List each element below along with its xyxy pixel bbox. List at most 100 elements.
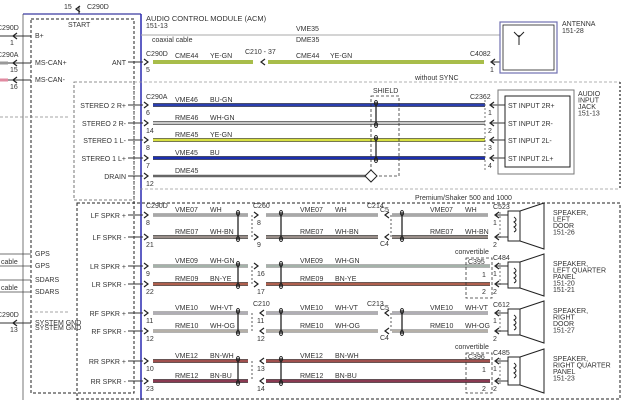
speaker-name: SPEAKER, xyxy=(553,210,588,217)
color-code: WH-OG xyxy=(335,323,360,330)
speaker-coil-box xyxy=(507,308,521,336)
color-code: WH xyxy=(465,207,477,214)
option-label: without SYNC xyxy=(414,75,459,82)
connector-arrow-icon xyxy=(143,280,149,288)
speaker-name: 151-21 xyxy=(553,287,575,294)
convertible-connector-id: C395 xyxy=(468,259,485,266)
speaker-name: LEFT xyxy=(553,217,571,224)
twist-loop xyxy=(235,308,241,314)
speaker-pin-label: LR SPKR + xyxy=(90,264,126,271)
inline-pin-number: 13 xyxy=(257,366,265,373)
coil-icon xyxy=(513,216,517,233)
inline-pin-label: C4 xyxy=(380,241,389,248)
twist-loop xyxy=(373,100,379,106)
connector-arrow-icon xyxy=(143,357,149,365)
color-code: BN-YE xyxy=(210,276,232,283)
left-pin-label: SYSTEM GND xyxy=(35,325,81,332)
color-code: WH-GN xyxy=(210,258,235,265)
circuit-label: RME12 xyxy=(300,373,323,380)
color-code: BN-YE xyxy=(335,276,357,283)
speaker-pin-number: 22 xyxy=(146,289,154,296)
twist-loop xyxy=(235,330,241,336)
antenna-name: ANTENNA xyxy=(562,21,596,28)
end-connector-id: C523 xyxy=(493,204,510,211)
speaker-name: PANEL xyxy=(553,369,576,376)
speaker-pin-number: 8 xyxy=(146,220,150,227)
color-code: BN-BU xyxy=(335,373,357,380)
color-code: YE-GN xyxy=(210,53,232,60)
stereo-pin-number: 8 xyxy=(146,145,150,152)
speaker-pin-label: RR SPKR + xyxy=(89,359,126,366)
inline-pin-number: 9 xyxy=(257,242,261,249)
speaker-pin-label: LF SPKR - xyxy=(93,235,127,242)
connector-arrow-icon xyxy=(384,309,390,317)
end-pin-number: 1 xyxy=(493,366,497,373)
connector-arrow-icon xyxy=(143,154,149,162)
speaker-name: SPEAKER, xyxy=(553,308,588,315)
inline-connector-id: C210 xyxy=(253,301,270,308)
module-connector-id: C290A xyxy=(146,94,168,101)
jack-name: INPUT xyxy=(578,98,600,105)
twist-loop xyxy=(235,380,241,386)
speaker-cone-icon xyxy=(519,348,545,394)
speaker-pin-label: RF SPKR + xyxy=(90,311,126,318)
inline-pin-label: C5 xyxy=(380,207,389,214)
cable-label: cable xyxy=(1,259,18,266)
speaker-name: 151-27 xyxy=(553,328,575,335)
top-pin-number: 15 xyxy=(64,4,72,11)
jack-name: AUDIO xyxy=(578,91,601,98)
connector-arrow-icon xyxy=(143,172,149,180)
shield-box xyxy=(370,95,400,177)
left-connector-id: C290D xyxy=(0,312,19,319)
left-pin-label: GPS xyxy=(35,251,50,258)
circuit-label: VME45 xyxy=(175,150,198,157)
inline-pin-label: C4 xyxy=(380,335,389,342)
jack-pin-label: ST INPUT 2R- xyxy=(508,121,554,128)
end-connector-id: C485 xyxy=(493,350,510,357)
jack-name: JACK xyxy=(578,104,596,111)
twist-loop xyxy=(235,236,241,242)
connector-arrow-icon xyxy=(143,119,149,127)
speaker-name: DOOR xyxy=(553,321,574,328)
connector-arrow-icon xyxy=(143,136,149,144)
jack-name: 151-13 xyxy=(578,111,600,118)
connector-arrow-icon xyxy=(260,58,266,66)
top-connector-id: C290D xyxy=(87,4,109,11)
convertible-connector-id: C396 xyxy=(468,354,485,361)
jack-pin-number: 3 xyxy=(488,145,492,152)
color-code: WH xyxy=(335,207,347,214)
twist-loop xyxy=(278,380,284,386)
stereo-pin-number: 7 xyxy=(146,163,150,170)
twist-loop xyxy=(399,308,405,314)
left-pin-label: GPS xyxy=(35,263,50,270)
speaker-pin-label: RR SPKR - xyxy=(91,379,127,386)
jack-inner-box xyxy=(504,95,571,168)
jack-pin-number: 1 xyxy=(488,110,492,117)
circuit-label: VME07 xyxy=(175,207,198,214)
speaker-name: RIGHT xyxy=(553,315,576,322)
coax-label: coaxial cable xyxy=(152,37,193,44)
twist-loop xyxy=(235,283,241,289)
connector-arrow-icon xyxy=(253,233,259,241)
connector-arrow-icon xyxy=(143,58,149,66)
circuit-label: VME12 xyxy=(175,353,198,360)
stereo-pin-number: 6 xyxy=(146,110,150,117)
end-pin-number: 1 xyxy=(493,220,497,227)
option-label: Premium/Shaker 500 and 1000 xyxy=(415,195,512,202)
end-connector-id: C4082 xyxy=(470,51,491,58)
speaker-name: DOOR xyxy=(553,223,574,230)
circuit-label: VME46 xyxy=(175,97,198,104)
module-ref: 151-13 xyxy=(146,23,168,30)
circuit-label: VME10 xyxy=(300,305,323,312)
color-code: WH-VT xyxy=(465,305,489,312)
circuit-label: VME10 xyxy=(175,305,198,312)
twist-loop xyxy=(278,261,284,267)
twist-loop xyxy=(278,308,284,314)
left-pin-number: 15 xyxy=(10,67,18,74)
convertible-pin: 1 xyxy=(482,367,486,374)
end-pin-number: 2 xyxy=(493,386,497,393)
speaker-name: PANEL xyxy=(553,274,576,281)
coil-icon xyxy=(513,267,517,284)
speaker-coil-box xyxy=(507,210,521,242)
stereo-pin-label: STEREO 1 L+ xyxy=(81,156,126,163)
